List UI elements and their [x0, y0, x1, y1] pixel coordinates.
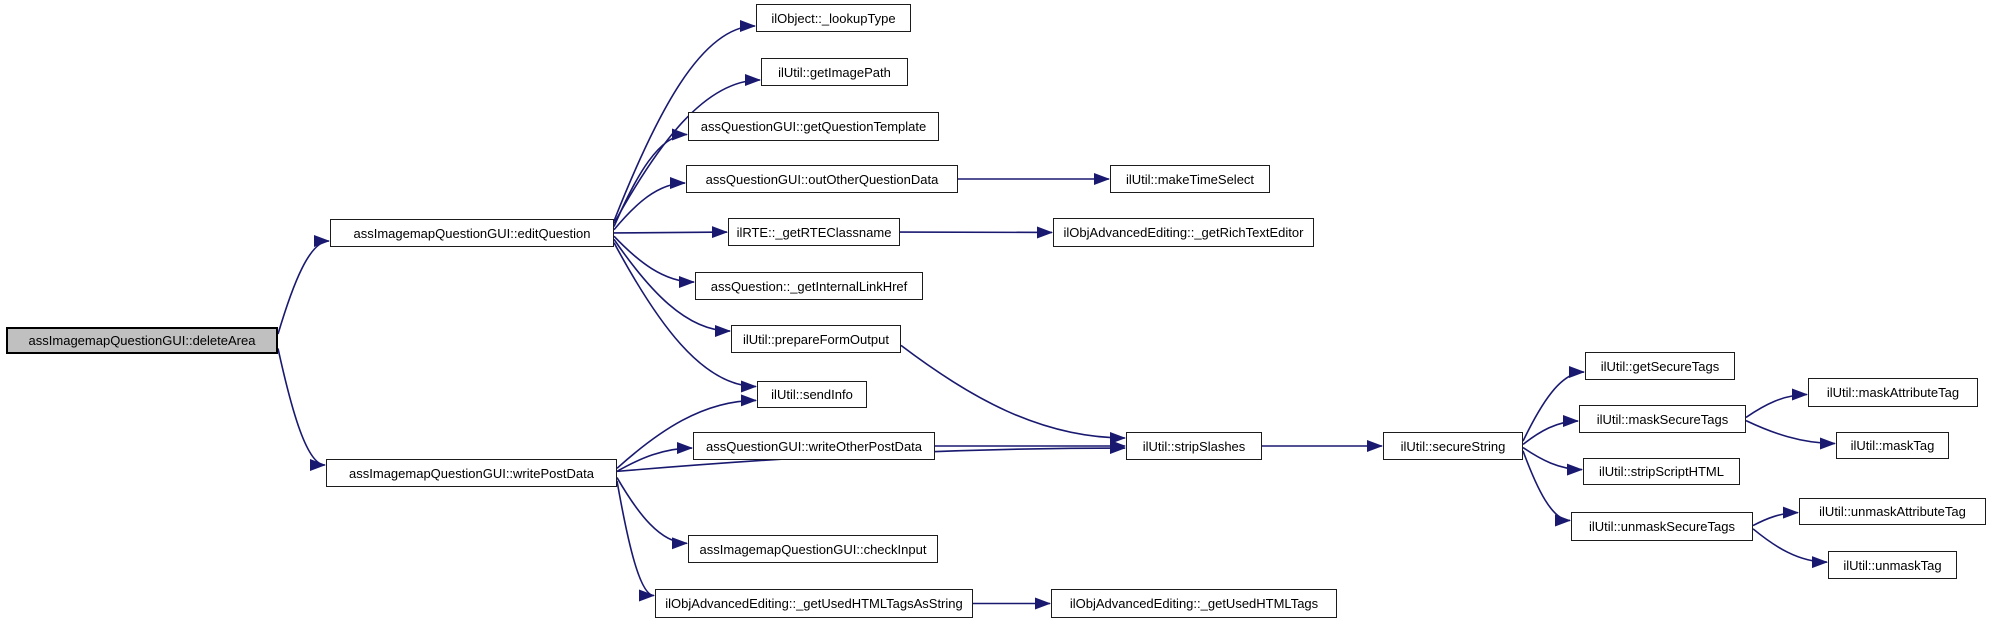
- graph-node-outOtherQuestionData[interactable]: assQuestionGUI::outOtherQuestionData: [686, 165, 958, 193]
- graph-node-maskAttributeTag[interactable]: ilUtil::maskAttributeTag: [1808, 378, 1978, 407]
- graph-node-stripSlashes[interactable]: ilUtil::stripSlashes: [1126, 432, 1262, 460]
- graph-node-getQuestionTemplate[interactable]: assQuestionGUI::getQuestionTemplate: [688, 112, 939, 141]
- edge-writePostData-to-sendInfo: [616, 394, 757, 469]
- graph-node-writeOtherPostData[interactable]: assQuestionGUI::writeOtherPostData: [693, 432, 935, 460]
- graph-node-deleteArea: assImagemapQuestionGUI::deleteArea: [6, 327, 278, 354]
- edge-secureString-to-maskSecureTags: [1522, 415, 1579, 446]
- graph-node-secureString[interactable]: ilUtil::secureString: [1383, 432, 1523, 460]
- graph-node-getUsedHTMLTags[interactable]: ilObjAdvancedEditing::_getUsedHTMLTags: [1051, 589, 1337, 618]
- edge-editQuestion-to-prepareFormOutput: [613, 238, 731, 338]
- edge-maskSecureTags-to-maskAttributeTag: [1745, 388, 1808, 419]
- graph-node-editQuestion[interactable]: assImagemapQuestionGUI::editQuestion: [330, 219, 614, 247]
- edge-editQuestion-to-getRTEClassname: [613, 226, 728, 239]
- edge-secureString-to-getSecureTags: [1522, 366, 1585, 442]
- graph-node-getRichTextEditor[interactable]: ilObjAdvancedEditing::_getRichTextEditor: [1053, 218, 1314, 247]
- edge-maskSecureTags-to-maskTag: [1745, 419, 1836, 450]
- graph-node-sendInfo[interactable]: ilUtil::sendInfo: [757, 381, 867, 408]
- graph-node-writePostData[interactable]: assImagemapQuestionGUI::writePostData: [326, 459, 617, 487]
- graph-node-maskTag[interactable]: ilUtil::maskTag: [1836, 432, 1949, 459]
- graph-node-getRTEClassname[interactable]: ilRTE::_getRTEClassname: [728, 218, 900, 246]
- edge-writePostData-to-writeOtherPostData: [616, 442, 693, 473]
- graph-node-maskSecureTags[interactable]: ilUtil::maskSecureTags: [1579, 405, 1746, 433]
- edge-secureString-to-stripScriptHTML: [1522, 446, 1583, 476]
- graph-node-makeTimeSelect[interactable]: ilUtil::makeTimeSelect: [1110, 165, 1270, 193]
- graph-node-getUsedHTMLTagsAsString[interactable]: ilObjAdvancedEditing::_getUsedHTMLTagsAs…: [655, 589, 973, 618]
- graph-node-getSecureTags[interactable]: ilUtil::getSecureTags: [1585, 352, 1735, 380]
- edge-editQuestion-to-lookupType: [613, 20, 756, 222]
- edge-secureString-to-unmaskSecureTags: [1522, 450, 1571, 527]
- edge-deleteArea-to-writePostData: [277, 348, 326, 471]
- edge-editQuestion-to-outOtherQuestionData: [613, 177, 686, 231]
- edge-unmaskSecureTags-to-unmaskAttributeTag: [1752, 506, 1799, 527]
- graph-node-stripScriptHTML[interactable]: ilUtil::stripScriptHTML: [1583, 458, 1740, 485]
- graph-node-prepareFormOutput[interactable]: ilUtil::prepareFormOutput: [731, 325, 901, 353]
- edge-unmaskSecureTags-to-unmaskTag: [1752, 528, 1828, 569]
- graph-node-unmaskTag[interactable]: ilUtil::unmaskTag: [1828, 551, 1957, 579]
- edge-writePostData-to-checkInput: [616, 477, 688, 550]
- edge-writePostData-to-getUsedHTMLTagsAsString: [616, 480, 655, 602]
- graph-node-unmaskAttributeTag[interactable]: ilUtil::unmaskAttributeTag: [1799, 498, 1986, 525]
- edge-editQuestion-to-getQuestionTemplate: [613, 128, 688, 227]
- graph-node-getImagePath[interactable]: ilUtil::getImagePath: [761, 58, 908, 86]
- graph-node-lookupType[interactable]: ilObject::_lookupType: [756, 4, 911, 32]
- edge-editQuestion-to-getImagePath: [613, 74, 761, 224]
- graph-node-unmaskSecureTags[interactable]: ilUtil::unmaskSecureTags: [1571, 512, 1753, 541]
- graph-node-getInternalLinkHref[interactable]: assQuestion::_getInternalLinkHref: [695, 272, 923, 300]
- edge-editQuestion-to-sendInfo: [613, 242, 757, 393]
- edge-editQuestion-to-getInternalLinkHref: [613, 235, 695, 289]
- edge-deleteArea-to-editQuestion: [277, 235, 330, 335]
- edge-prepareFormOutput-to-stripSlashes: [900, 344, 1126, 444]
- graph-node-checkInput[interactable]: assImagemapQuestionGUI::checkInput: [688, 535, 938, 563]
